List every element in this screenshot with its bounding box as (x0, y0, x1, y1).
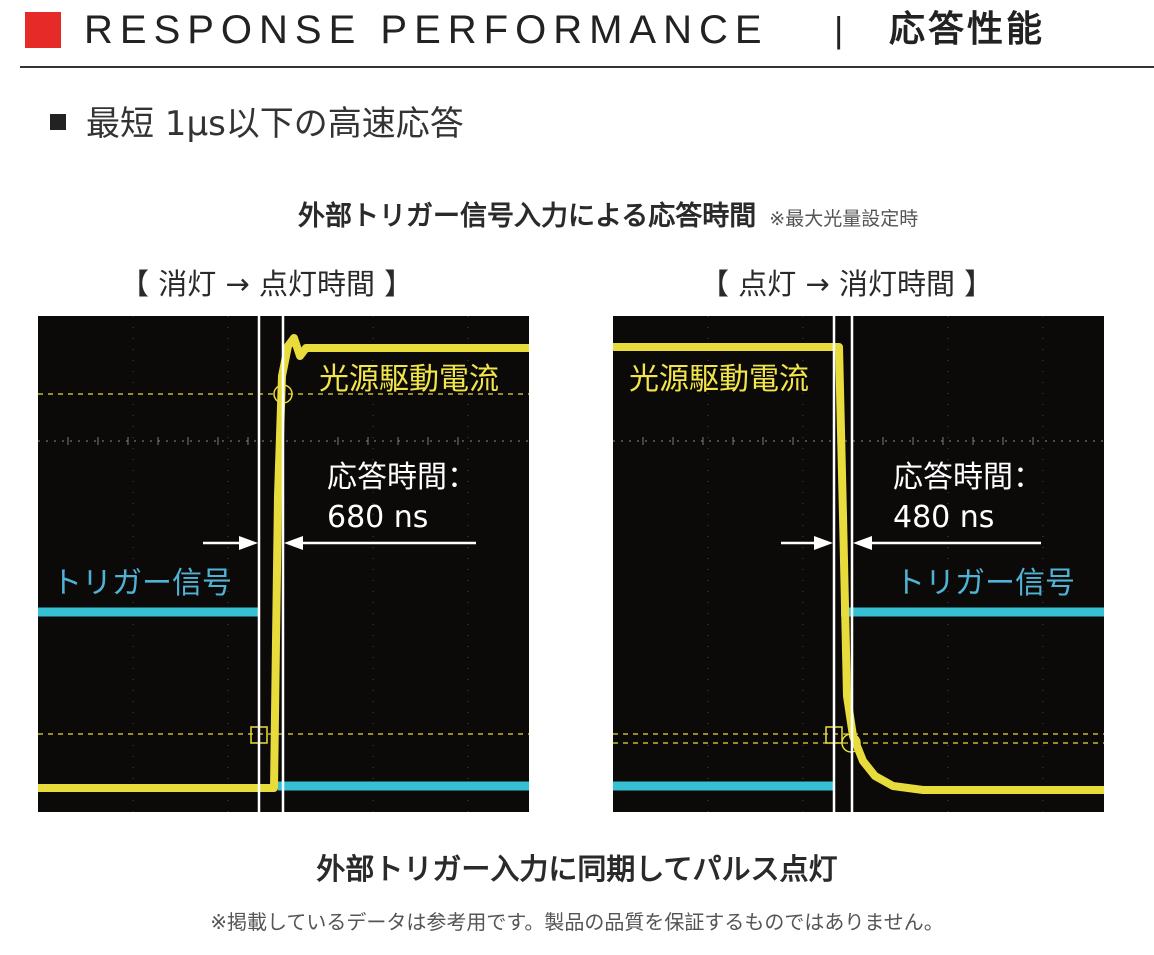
response-time-value: 680 ns (327, 500, 429, 535)
response-time-label: 応答時間： (327, 460, 477, 495)
page-title-ja: 応答性能 (889, 9, 1046, 50)
oscilloscope-on: 光源駆動電流 応答時間： 680 ns トリガー信号 (38, 316, 529, 812)
light-current-label: 光源駆動電流 (319, 362, 499, 397)
accent-square-icon (25, 12, 61, 48)
trigger-signal-label: トリガー信号 (52, 566, 232, 601)
section-title: 外部トリガー信号入力による応答時間 ※最大光量設定時 (298, 194, 918, 238)
trigger-signal-label: トリガー信号 (895, 566, 1075, 601)
section-title-main: 外部トリガー信号入力による応答時間 (298, 201, 757, 232)
section-title-note: ※最大光量設定時 (769, 208, 919, 230)
title-separator: | (834, 9, 844, 50)
figure-caption: 外部トリガー入力に同期してパルス点灯 (316, 852, 838, 886)
disclaimer-note: ※掲載しているデータは参考用です。製品の品質を保証するものではありません。 (210, 910, 944, 934)
scope-label-off: 【 点灯 → 消灯時間 】 (700, 267, 994, 301)
oscilloscope-off: 光源駆動電流 応答時間： 480 ns トリガー信号 (613, 316, 1104, 812)
header-rule (20, 66, 1154, 68)
bullet-square-icon (50, 114, 66, 130)
oscilloscope-off-graphic (613, 316, 1104, 812)
scope-label-on: 【 消灯 → 点灯時間 】 (120, 267, 414, 301)
light-current-label: 光源駆動電流 (629, 362, 809, 397)
oscilloscope-on-graphic (38, 316, 529, 812)
page-header: RESPONSE PERFORMANCE | 応答性能 (0, 0, 1154, 68)
summary-text: 最短 1μs以下の高速応答 (86, 104, 464, 144)
response-time-label: 応答時間： (893, 460, 1043, 495)
response-time-value: 480 ns (893, 500, 995, 535)
page-title-en: RESPONSE PERFORMANCE (84, 8, 769, 52)
